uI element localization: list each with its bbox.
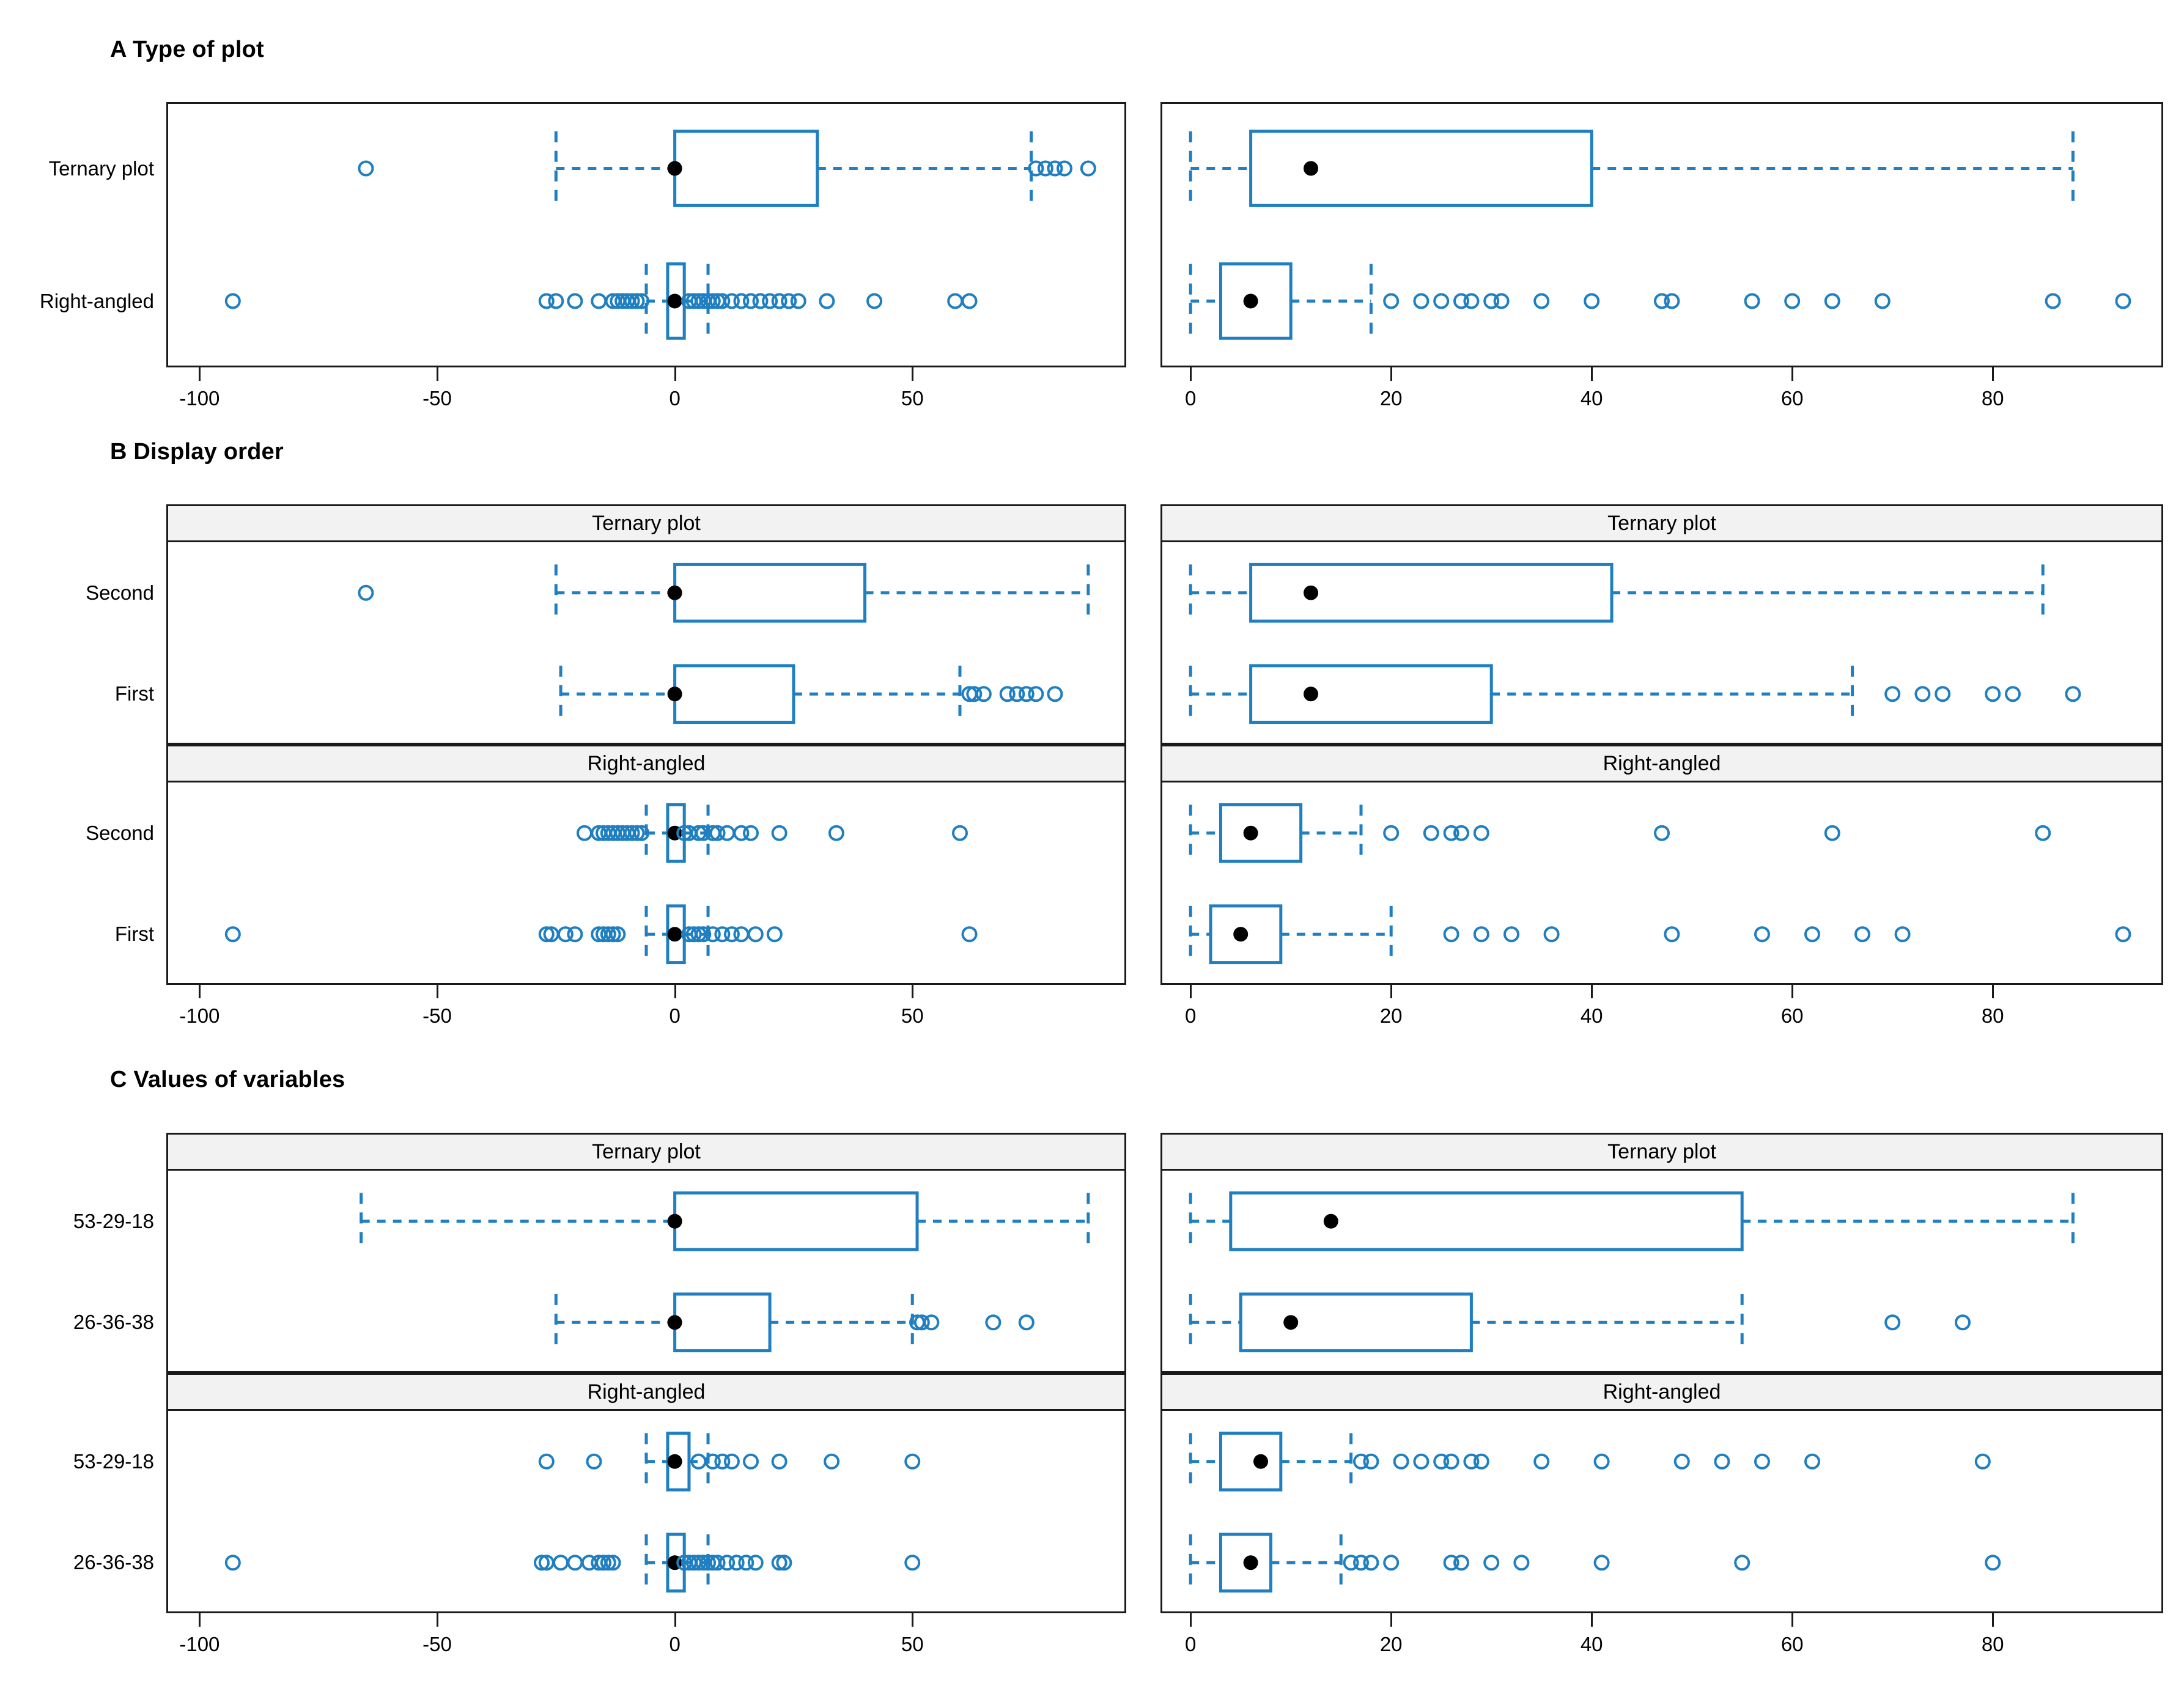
x-axis-tick-label: 60 <box>1780 387 1804 410</box>
x-axis-tick-mark <box>912 1613 914 1627</box>
x-axis-tick-mark <box>1390 1613 1393 1627</box>
x-axis-tick-label: 0 <box>1185 1004 1197 1027</box>
y-axis-tick-label: First <box>114 922 154 946</box>
x-axis-tick-mark <box>1190 985 1192 998</box>
x-axis-tick-label: 80 <box>1981 387 2004 410</box>
plot-area <box>1160 1171 2163 1373</box>
x-axis-tick-mark <box>1992 985 1994 998</box>
x-axis-tick-label: 0 <box>1185 387 1197 410</box>
panel-heading-a: A Type of plot <box>110 37 264 62</box>
x-axis-tick-mark <box>1591 1613 1593 1627</box>
facet-strip-label: Right-angled <box>166 745 1126 782</box>
x-axis-tick-label: -100 <box>179 387 220 410</box>
x-axis-tick-mark <box>1791 985 1794 998</box>
panel-heading-b: B Display order <box>110 439 284 465</box>
x-axis-tick-label: 80 <box>1981 1004 2004 1027</box>
y-axis-tick-label: 26-36-38 <box>73 1551 154 1574</box>
x-axis-tick-label: -50 <box>422 1633 452 1655</box>
plot-area <box>1160 782 2163 985</box>
x-axis-tick-mark <box>199 1613 201 1627</box>
x-axis-tick-label: -100 <box>179 1004 220 1027</box>
x-axis-tick-mark <box>1390 985 1393 998</box>
facet-strip-label: Ternary plot <box>1160 504 2163 542</box>
x-axis-tick-mark <box>437 1613 439 1627</box>
x-axis-tick-mark <box>199 985 201 998</box>
x-axis-tick-mark <box>674 985 676 998</box>
facet-strip-label: Ternary plot <box>166 1133 1126 1171</box>
y-axis-tick-label: Second <box>86 821 154 844</box>
facet-strip-label: Ternary plot <box>166 504 1126 542</box>
x-axis-tick-label: 0 <box>669 1004 681 1027</box>
x-axis-tick-mark <box>912 985 914 998</box>
x-axis-tick-label: 40 <box>1580 1633 1603 1655</box>
x-axis-tick-label: 60 <box>1780 1633 1804 1655</box>
facet-strip-label: Right-angled <box>1160 1373 2163 1411</box>
x-axis-tick-mark <box>1791 367 1794 381</box>
x-axis-tick-mark <box>1591 367 1593 381</box>
facet-strip-label: Ternary plot <box>1160 1133 2163 1171</box>
plot-area <box>166 1171 1126 1373</box>
x-axis-tick-mark <box>674 367 676 381</box>
x-axis-tick-label: 20 <box>1379 1633 1403 1655</box>
x-axis-tick-label: 50 <box>901 1004 924 1027</box>
plot-area <box>1160 102 2163 367</box>
x-axis-tick-label: 0 <box>669 1633 681 1655</box>
x-axis-tick-mark <box>674 1613 676 1627</box>
x-axis-tick-mark <box>1591 985 1593 998</box>
plot-area <box>1160 1411 2163 1613</box>
facet-strip-label: Right-angled <box>1160 745 2163 782</box>
y-axis-tick-label: Second <box>86 581 154 604</box>
x-axis-tick-label: 40 <box>1580 1004 1603 1027</box>
x-axis-tick-mark <box>437 985 439 998</box>
x-axis-tick-label: 50 <box>901 387 924 410</box>
x-axis-tick-label: 80 <box>1981 1633 2004 1655</box>
y-axis-tick-label: 53-29-18 <box>73 1209 154 1232</box>
panel-heading-c: C Values of variables <box>110 1067 345 1092</box>
x-axis-tick-label: 50 <box>901 1633 924 1655</box>
plot-area <box>1160 542 2163 745</box>
x-axis-tick-mark <box>912 367 914 381</box>
x-axis-tick-label: 20 <box>1379 387 1403 410</box>
x-axis-tick-mark <box>1992 367 1994 381</box>
y-axis-tick-label: 26-36-38 <box>73 1311 154 1334</box>
plot-area <box>166 542 1126 745</box>
x-axis-tick-mark <box>1390 367 1393 381</box>
x-axis-tick-label: -50 <box>422 387 452 410</box>
x-axis-tick-mark <box>1190 1613 1192 1627</box>
x-axis-tick-mark <box>1791 1613 1794 1627</box>
x-axis-tick-label: 20 <box>1379 1004 1403 1027</box>
x-axis-tick-label: 0 <box>669 387 681 410</box>
y-axis-tick-label: First <box>114 682 154 705</box>
x-axis-tick-mark <box>1992 1613 1994 1627</box>
x-axis-tick-mark <box>199 367 201 381</box>
x-axis-tick-mark <box>1190 367 1192 381</box>
y-axis-tick-label: Ternary plot <box>48 156 154 180</box>
x-axis-tick-label: -100 <box>179 1633 220 1655</box>
x-axis-tick-label: -50 <box>422 1004 452 1027</box>
facet-strip-label: Right-angled <box>166 1373 1126 1411</box>
x-axis-tick-mark <box>437 367 439 381</box>
x-axis-tick-label: 0 <box>1185 1633 1197 1655</box>
y-axis-tick-label: Right-angled <box>39 289 154 312</box>
x-axis-tick-label: 60 <box>1780 1004 1804 1027</box>
y-axis-tick-label: 53-29-18 <box>73 1449 154 1473</box>
x-axis-tick-label: 40 <box>1580 387 1603 410</box>
